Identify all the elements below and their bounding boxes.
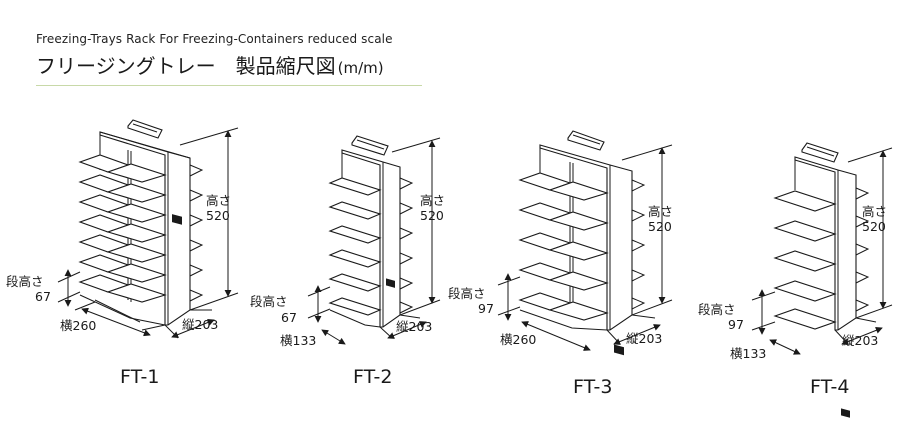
ft-2-step-value: 67 (281, 310, 297, 325)
ft-1-depth-label: 縦203 (182, 317, 218, 332)
ft-4-step-label: 段高さ (698, 302, 736, 317)
ft-3-width-label: 横260 (500, 332, 536, 347)
rack-ft-1: 高さ 520 段高さ 67 横260 縦203 FT-1 (6, 119, 239, 388)
ft-2-depth-label: 縦203 (396, 319, 432, 334)
ft-1-step-label: 段高さ (6, 274, 44, 289)
ft-3-step-value: 97 (478, 301, 494, 316)
ft-3-name: FT-3 (573, 376, 612, 398)
ft-4-width-label: 横133 (730, 346, 766, 361)
rack-ft-2: 高さ 520 段高さ 67 横133 縦203 FT-2 (250, 135, 445, 388)
ft-4-name: FT-4 (810, 376, 849, 398)
subtitle: Freezing-Trays Rack For Freezing-Contain… (36, 32, 393, 46)
ft-2-name: FT-2 (353, 366, 392, 388)
ft-1-height-value: 520 (206, 208, 230, 223)
ft-4-step-value: 97 (728, 317, 744, 332)
unit-label: (m/m) (337, 59, 384, 77)
rack-ft-4-drawing (751, 142, 893, 418)
rack-ft-3-drawing (497, 130, 673, 356)
ft-2-height-label: 高さ (420, 193, 445, 208)
rack-ft-3: 高さ 520 段高さ 97 横260 縦203 FT-3 (448, 130, 673, 398)
ft-1-step-value: 67 (35, 289, 51, 304)
ft-4-depth-label: 縦203 (842, 333, 878, 348)
title-underline (36, 85, 422, 86)
ft-1-width-label: 横260 (60, 318, 96, 333)
ft-3-height-value: 520 (648, 219, 672, 234)
ft-2-step-label: 段高さ (250, 294, 288, 309)
ft-1-name: FT-1 (120, 366, 159, 388)
ft-2-width-label: 横133 (280, 333, 316, 348)
title-text: フリージングトレー 製品縮尺図 (36, 54, 336, 78)
page-title: フリージングトレー 製品縮尺図(m/m) (36, 50, 384, 79)
ft-4-height-label: 高さ (862, 204, 887, 219)
ft-2-height-value: 520 (420, 208, 444, 223)
ft-3-height-label: 高さ (648, 204, 673, 219)
ft-1-height-label: 高さ (206, 193, 231, 208)
rack-ft-1-drawing (57, 119, 239, 339)
ft-3-step-label: 段高さ (448, 286, 486, 301)
ft-4-height-value: 520 (862, 219, 886, 234)
rack-ft-4: 高さ 520 段高さ 97 横133 縦203 FT-4 (698, 142, 893, 418)
rack-ft-2-drawing (307, 135, 441, 345)
ft-3-depth-label: 縦203 (626, 331, 662, 346)
